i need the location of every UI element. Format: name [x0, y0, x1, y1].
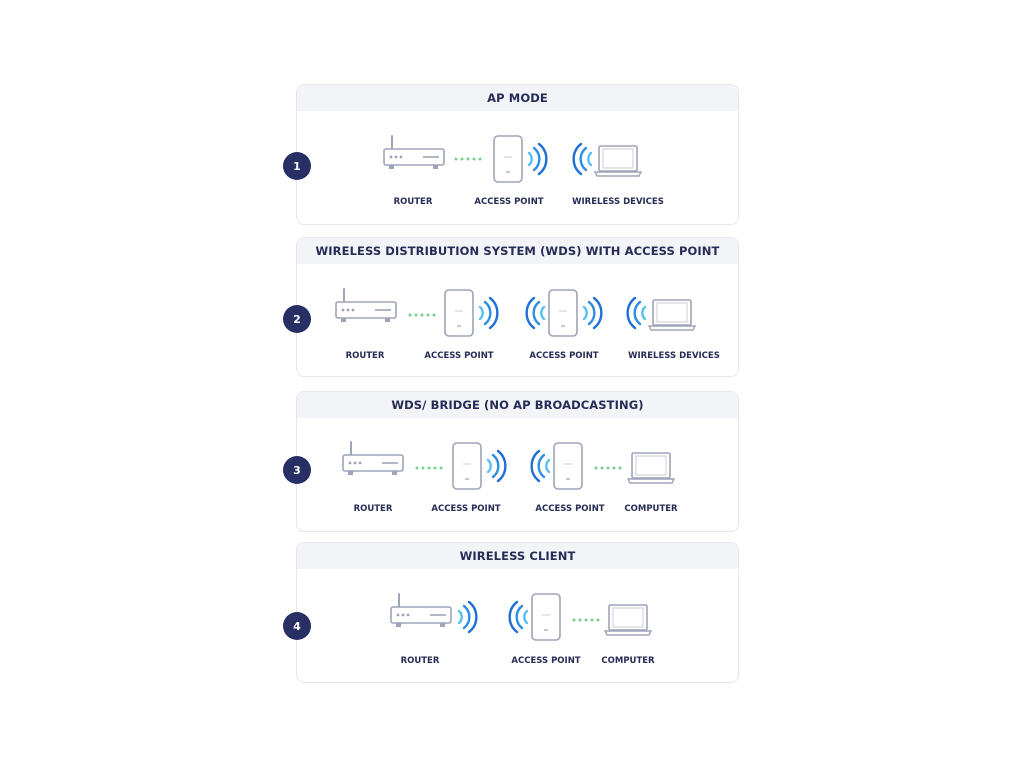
- router-icon: [390, 593, 452, 627]
- device-label: COMPUTER: [601, 656, 655, 666]
- panel-title: WIRELESS DISTRIBUTION SYSTEM (WDS) WITH …: [297, 238, 738, 264]
- panel-title: WIRELESS CLIENT: [297, 543, 738, 569]
- device-label: ROUTER: [353, 504, 393, 514]
- device-label: WIRELESS DEVICES: [628, 351, 720, 361]
- panel-ap-mode: AP MODE 1 ROUTER ACCESS POINT WIRELESS D…: [283, 84, 739, 225]
- wifi-signal-icon: [527, 142, 548, 176]
- device-label: ACCESS POINT: [474, 197, 544, 207]
- wired-link: [594, 466, 622, 470]
- laptop-icon: [603, 604, 653, 636]
- panel-title: AP MODE: [297, 85, 738, 111]
- wired-link: [572, 618, 600, 622]
- device-label: ACCESS POINT: [511, 656, 581, 666]
- step-number-badge: 4: [283, 612, 311, 640]
- step-number-badge: 2: [283, 305, 311, 333]
- router-icon: [335, 288, 397, 322]
- wifi-signal-icon: [582, 296, 603, 330]
- wifi-signal-icon: [508, 600, 529, 634]
- wifi-signal-icon: [525, 296, 546, 330]
- access-point-icon: [548, 289, 578, 337]
- router-icon: [383, 135, 445, 169]
- laptop-icon: [647, 299, 697, 331]
- step-number-badge: 1: [283, 152, 311, 180]
- wired-link: [454, 157, 482, 161]
- device-label: WIRELESS DEVICES: [572, 197, 664, 207]
- laptop-icon: [626, 452, 676, 484]
- access-point-icon: [553, 442, 583, 490]
- device-label: ACCESS POINT: [529, 351, 599, 361]
- router-icon: [342, 441, 404, 475]
- wired-link: [408, 313, 436, 317]
- wifi-signal-icon: [572, 142, 593, 176]
- device-label: ROUTER: [345, 351, 385, 361]
- wifi-signal-icon: [626, 296, 647, 330]
- step-number-badge: 3: [283, 456, 311, 484]
- access-point-icon: [531, 593, 561, 641]
- wifi-signal-icon: [457, 600, 478, 634]
- wifi-signal-icon: [530, 449, 551, 483]
- device-label: ACCESS POINT: [431, 504, 501, 514]
- access-point-icon: [444, 289, 474, 337]
- laptop-icon: [593, 145, 643, 177]
- panel-wds-with-ap: WIRELESS DISTRIBUTION SYSTEM (WDS) WITH …: [283, 237, 739, 377]
- device-label: ROUTER: [400, 656, 440, 666]
- panel-wireless-client: WIRELESS CLIENT 4 ROUTER ACCESS POINT CO…: [283, 542, 739, 683]
- wifi-signal-icon: [478, 296, 499, 330]
- wifi-signal-icon: [486, 449, 507, 483]
- device-label: COMPUTER: [624, 504, 678, 514]
- device-label: ACCESS POINT: [424, 351, 494, 361]
- panel-wds-bridge: WDS/ BRIDGE (NO AP BROADCASTING) 3 R: [283, 391, 739, 532]
- panel-title: WDS/ BRIDGE (NO AP BROADCASTING): [297, 392, 738, 418]
- device-label: ROUTER: [393, 197, 433, 207]
- access-point-icon: [493, 135, 523, 183]
- wired-link: [415, 466, 443, 470]
- access-point-icon: [452, 442, 482, 490]
- device-label: ACCESS POINT: [535, 504, 605, 514]
